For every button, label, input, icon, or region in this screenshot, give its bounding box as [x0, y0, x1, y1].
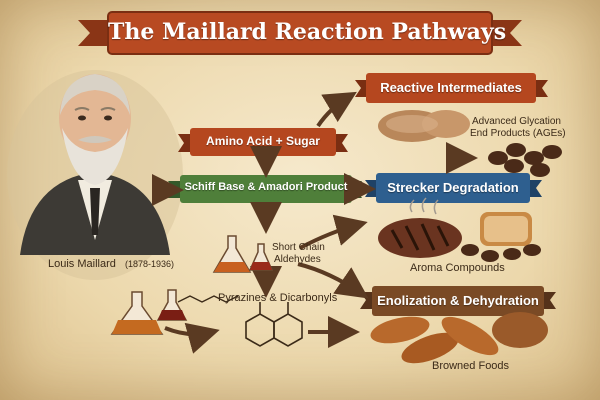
reactive-banner	[355, 73, 548, 103]
flow-arrows	[152, 91, 478, 354]
flask-illustration	[212, 235, 274, 273]
louis-maillard-portrait	[7, 70, 183, 280]
pyrazines-label: Pyrazines & Dicarbonyls	[218, 292, 338, 304]
short-chain-label-line2: Aldehydes	[274, 254, 321, 265]
amino-sugar-label: Amino Acid + Sugar	[206, 134, 320, 148]
portrait-caption-years: (1878-1936)	[125, 259, 175, 269]
pyrazine-molecule	[245, 302, 303, 347]
schiff-amadori-label: Schiff Base & Amadori Product	[184, 181, 348, 193]
reactive-intermediates-illustration	[378, 110, 470, 142]
strecker-degradation-label: Strecker Degradation	[387, 180, 519, 195]
portrait-caption-name: Louis Maillard	[48, 258, 116, 270]
enolization-dehydration-label: Enolization & Dehydration	[377, 293, 539, 308]
reactive-intermediates-label: Reactive Intermediates	[380, 80, 522, 95]
browned-foods-illustration	[370, 312, 548, 364]
chain-molecule	[177, 295, 239, 303]
ages-label-line1: Advanced Glycation	[472, 116, 561, 127]
glassware-illustration	[110, 289, 188, 335]
steak-illustration	[378, 197, 462, 258]
aroma-beans-illustration	[461, 244, 541, 262]
ages-label-line2: End Products (AGEs)	[470, 128, 566, 139]
title-banner	[78, 11, 522, 55]
aroma-compounds-label: Aroma Compounds	[410, 262, 505, 274]
arrow-flask-to-molecule	[164, 322, 220, 354]
short-chain-label-line1: Short Chain	[272, 242, 325, 253]
arrow-amino-to-reactive	[316, 91, 357, 128]
arrow-aldehydes-to-enolization	[297, 262, 369, 299]
bread-illustration	[480, 212, 532, 246]
arrow-reactive-to-ages	[445, 141, 478, 174]
arrow-aldehydes-to-strecker	[299, 214, 368, 250]
page-title: The Maillard Reaction Pathways	[108, 19, 507, 45]
coffee-beans-illustration	[488, 143, 562, 177]
browned-foods-label: Browned Foods	[432, 360, 510, 372]
amino-sugar-banner	[178, 128, 348, 156]
